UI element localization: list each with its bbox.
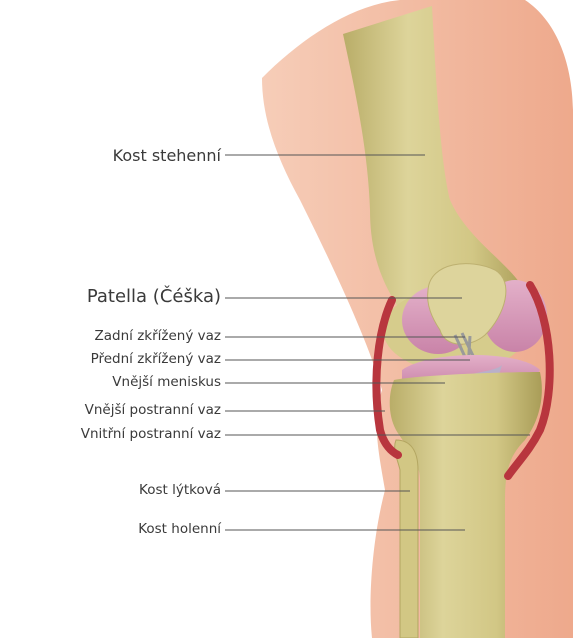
label-pcl: Zadní zkřížený vaz xyxy=(95,330,221,344)
label-acl: Přední zkřížený vaz xyxy=(91,353,221,367)
label-fibula: Kost lýtková xyxy=(139,484,221,498)
label-tibia: Kost holenní xyxy=(138,523,221,537)
label-mcl: Vnitřní postranní vaz xyxy=(81,428,221,442)
label-patella: Patella (Čéška) xyxy=(87,288,221,306)
label-lcl: Vnější postranní vaz xyxy=(85,404,221,418)
label-lateral-meniscus: Vnější meniskus xyxy=(112,376,221,390)
label-femur: Kost stehenní xyxy=(113,148,221,164)
